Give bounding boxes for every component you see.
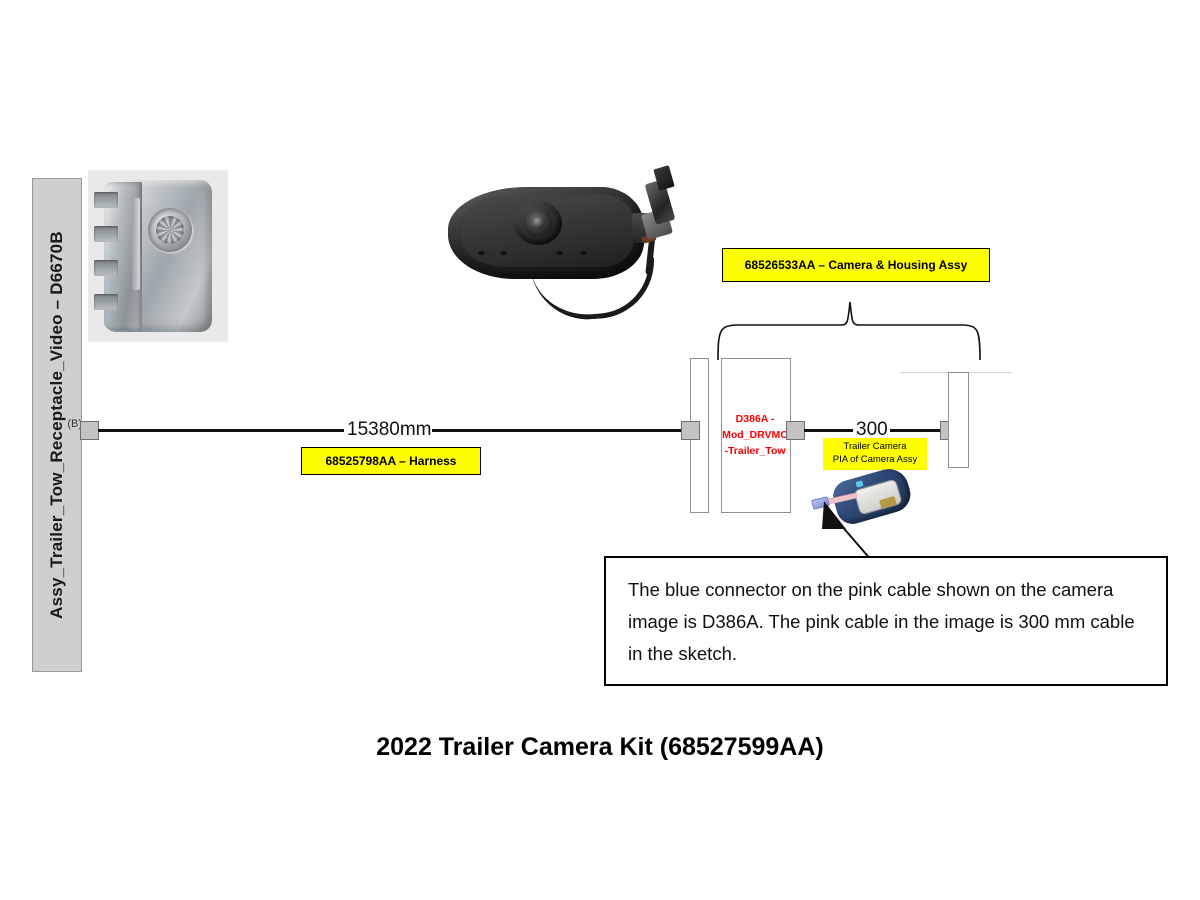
description-callout-box: The blue connector on the pink cable sho… <box>604 556 1168 686</box>
receptacle-part-photo <box>88 170 228 342</box>
connector-d386a-line2: Mod_DRVMC <box>722 428 788 441</box>
receptacle-rail-shape <box>132 198 140 290</box>
receptacle-slot-shape <box>94 294 118 310</box>
callout-arrow <box>822 501 873 562</box>
connector-block-inline <box>681 421 700 440</box>
receptacle-slot-shape <box>94 260 118 276</box>
harness-wire-dimension: 15380mm <box>344 420 435 439</box>
camera-lens-inner-shape <box>532 217 545 229</box>
receptacle-port-inner-shape <box>156 216 184 244</box>
connector-block-module <box>80 421 99 440</box>
receptacle-slot-shape <box>94 192 118 208</box>
connector-d386a-line1: D386A - <box>735 413 775 425</box>
module-pin-label: (B) <box>67 418 82 430</box>
connector-d386a-label: D386A - Mod_DRVMC -Trailer_Tow <box>722 412 788 459</box>
camera-vent-shape <box>580 251 587 255</box>
camera-terminal-rect <box>948 372 969 468</box>
camera-vent-shape <box>478 251 485 255</box>
pigtail-wire-dimension: 300 <box>853 420 891 439</box>
callout-trailer-camera-pia: Trailer Camera PIA of Camera Assy <box>823 438 927 470</box>
camera-housing-photo <box>440 165 695 324</box>
page-title: 2022 Trailer Camera Kit (68527599AA) <box>376 733 824 761</box>
callout-pia-line1: Trailer Camera <box>843 441 907 453</box>
camera-lens-mid-shape <box>523 209 553 237</box>
camera-lens-shape <box>514 201 562 245</box>
receptacle-port-shape <box>148 208 192 252</box>
connector-d386a-line3: -Trailer_Tow <box>724 444 786 457</box>
receptacle-slot-shape <box>94 226 118 242</box>
camera-housing-assy-brace <box>717 301 981 361</box>
callout-pia-line2: PIA of Camera Assy <box>832 454 918 465</box>
callout-harness: 68525798AA – Harness <box>301 447 481 475</box>
pigtail-wire-left-segment <box>804 429 856 432</box>
camera-vent-shape <box>556 251 563 255</box>
pigtail-wire-right-segment <box>890 429 946 432</box>
connector-block-d386a-out <box>786 421 805 440</box>
harness-wire-left-segment <box>98 429 380 432</box>
module-bar-trailer-tow-receptacle: Assy_Trailer_Tow_Receptacle_Video – D667… <box>32 178 82 672</box>
camera-vent-shape <box>500 251 507 255</box>
callout-camera-housing-assy: 68526533AA – Camera & Housing Assy <box>722 248 990 282</box>
camera-cable-shape <box>530 256 658 324</box>
harness-wire-right-segment <box>432 429 690 432</box>
